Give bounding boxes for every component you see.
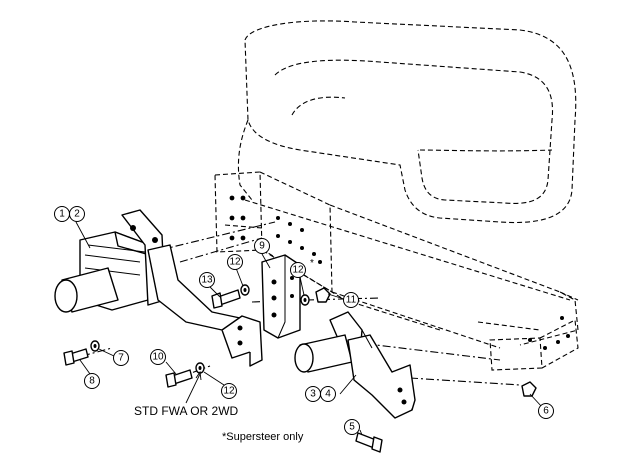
callout-9: 9 bbox=[254, 238, 270, 254]
standard-config-caption: STD FWA OR 2WD bbox=[134, 404, 239, 418]
asterisk-marker: * bbox=[310, 258, 314, 269]
callout-8-label: 8 bbox=[89, 376, 95, 387]
lower-hitch-bracket bbox=[294, 311, 416, 419]
leader-lines bbox=[75, 221, 543, 436]
callout-13: 13 bbox=[199, 272, 215, 288]
callout-12-mid: 12 bbox=[290, 262, 306, 278]
spacer-plate bbox=[261, 254, 301, 339]
callout-12-lower: 12 bbox=[221, 383, 237, 399]
rail-hole bbox=[229, 195, 235, 201]
callout-4: 4 bbox=[320, 386, 336, 402]
callout-11-label: 11 bbox=[346, 295, 357, 306]
callout-2: 2 bbox=[69, 206, 85, 222]
nut-11 bbox=[315, 287, 331, 303]
callout-8: 8 bbox=[84, 373, 100, 389]
callout-7-label: 7 bbox=[118, 353, 124, 364]
callout-9-label: 9 bbox=[259, 241, 265, 252]
callout-10-label: 10 bbox=[152, 352, 164, 363]
callout-10: 10 bbox=[150, 349, 166, 365]
supersteer-footnote: *Supersteer only bbox=[222, 431, 304, 443]
callout-5: 5 bbox=[344, 419, 360, 435]
front-hitch-bracket bbox=[54, 209, 263, 367]
fasteners bbox=[63, 284, 537, 453]
callout-13-label: 13 bbox=[201, 275, 213, 286]
callout-12-upper-label: 12 bbox=[229, 257, 241, 268]
callout-1: 1 bbox=[54, 206, 70, 222]
callout-12-upper: 12 bbox=[227, 254, 243, 270]
callout-6: 6 bbox=[538, 403, 554, 419]
callout-2-label: 2 bbox=[74, 209, 80, 220]
callout-5-label: 5 bbox=[349, 422, 355, 433]
nut-6 bbox=[521, 381, 537, 397]
callout-1-label: 1 bbox=[59, 209, 65, 220]
callout-3-label: 3 bbox=[310, 389, 316, 400]
callout-11: 11 bbox=[343, 292, 359, 308]
callout-12-mid-label: 12 bbox=[292, 265, 304, 276]
callout-6-label: 6 bbox=[543, 406, 549, 417]
callout-7: 7 bbox=[113, 350, 129, 366]
callout-3: 3 bbox=[305, 386, 321, 402]
callout-4-label: 4 bbox=[325, 389, 331, 400]
callout-12-lower-label: 12 bbox=[223, 386, 235, 397]
